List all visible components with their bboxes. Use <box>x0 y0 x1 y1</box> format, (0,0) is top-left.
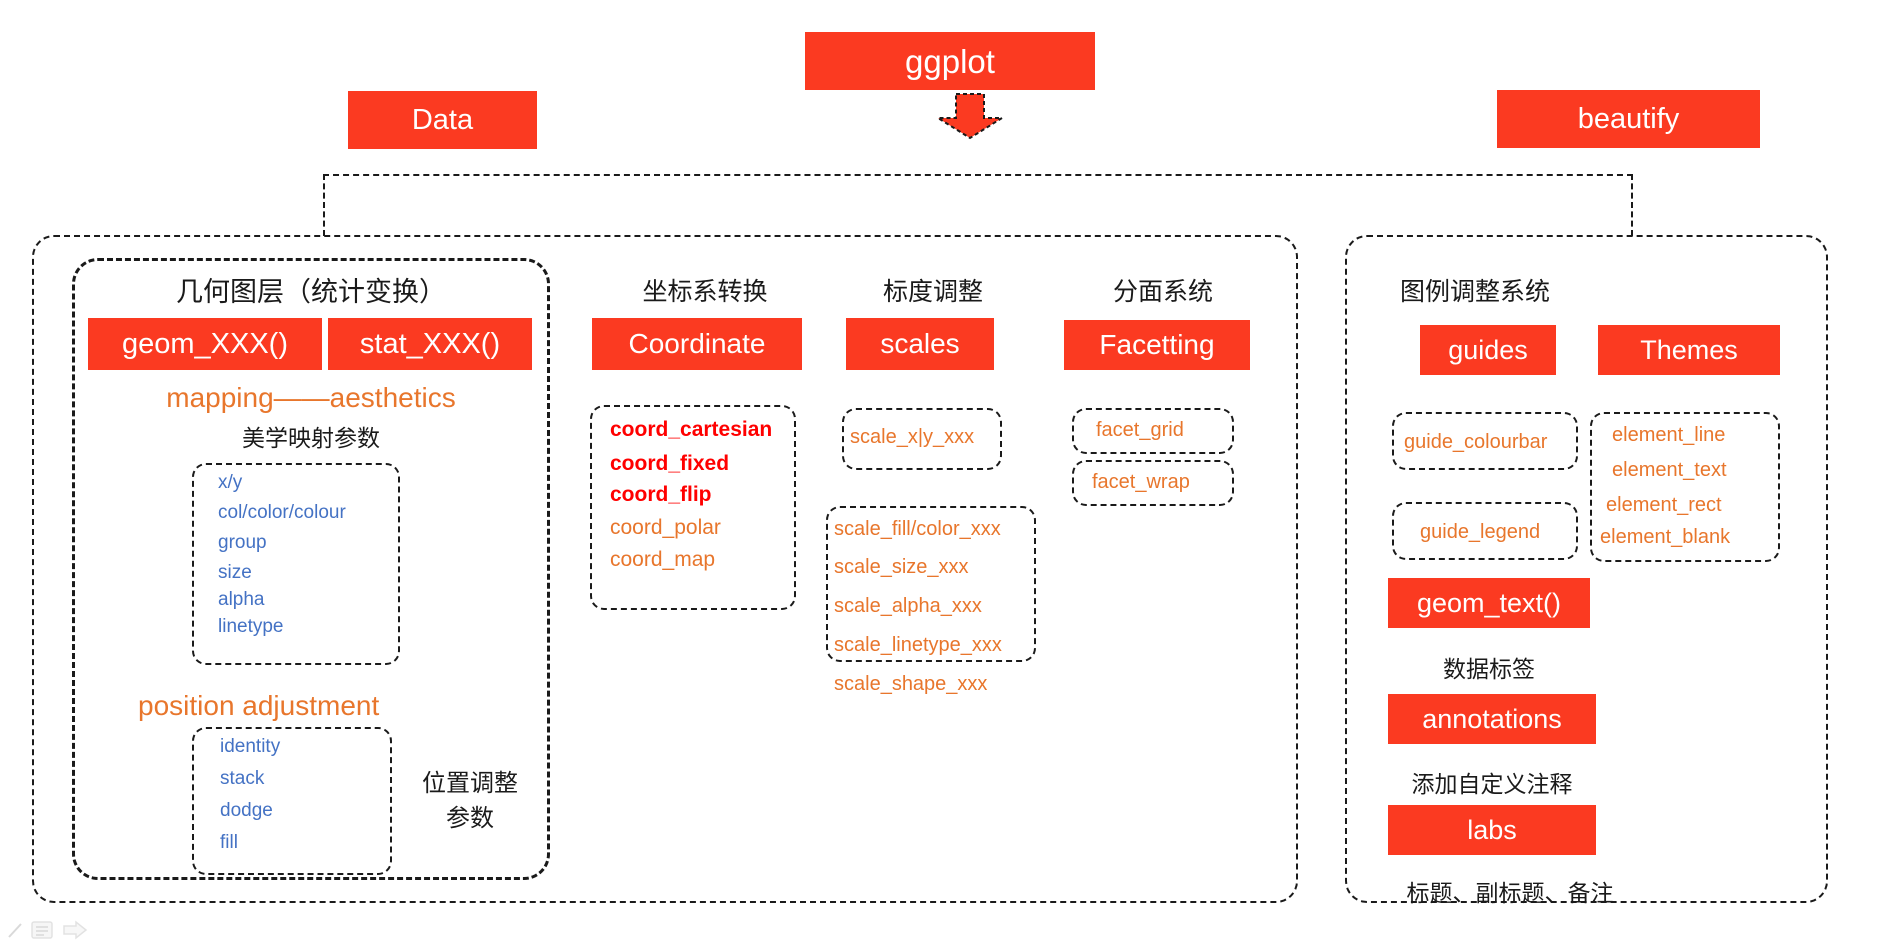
right-main-panel <box>1345 235 1828 903</box>
scales-box[interactable]: scales <box>846 318 994 370</box>
facetting-box[interactable]: Facetting <box>1064 320 1250 370</box>
down-arrow-icon <box>930 92 1010 140</box>
labs-box[interactable]: labs <box>1388 805 1596 855</box>
list-item[interactable]: scale_fill/color_xxx <box>834 518 1001 540</box>
coordinate-list: coord_cartesian coord_fixed coord_flip c… <box>605 418 795 572</box>
connector-right-drop <box>1631 174 1633 236</box>
theme-elements-box <box>1590 412 1780 562</box>
arrow-right-icon[interactable] <box>62 920 88 940</box>
scales-group-two-box <box>826 506 1036 662</box>
annotations-box[interactable]: annotations <box>1388 694 1596 744</box>
coordinate-heading: 坐标系转换 <box>642 278 768 306</box>
right-panel-heading: 图例调整系统 <box>1400 278 1551 306</box>
guide-legend-box <box>1392 502 1578 560</box>
list-item[interactable]: coord_polar <box>610 516 721 539</box>
list-item[interactable]: scale_x|y_xxx <box>850 426 975 448</box>
coordinate-list-box <box>590 405 796 610</box>
list-item[interactable]: scale_alpha_xxx <box>834 595 982 617</box>
scales-group-one-box <box>842 408 1002 470</box>
list-item[interactable]: coord_flip <box>610 483 712 506</box>
list-item[interactable]: linetype <box>218 616 284 637</box>
geom-text-box[interactable]: geom_text() <box>1388 578 1590 628</box>
position-list: identity stack dodge fill <box>206 736 386 854</box>
list-item[interactable]: alpha <box>218 589 265 610</box>
list-item[interactable]: stack <box>220 768 265 789</box>
list-item[interactable]: facet_grid <box>1096 419 1184 441</box>
stat-xxx-box[interactable]: stat_XXX() <box>328 318 532 370</box>
theme-elements-list: element_line element_text element_rect e… <box>1600 424 1780 549</box>
list-item[interactable]: coord_fixed <box>610 452 730 475</box>
themes-box[interactable]: Themes <box>1598 325 1780 375</box>
list-item[interactable]: dodge <box>220 800 273 821</box>
geom-layer-box <box>72 258 550 880</box>
list-item[interactable]: scale_linetype_xxx <box>834 634 1002 656</box>
list-item[interactable]: guide_legend <box>1420 521 1541 543</box>
list-item[interactable]: fill <box>220 832 238 853</box>
list-item[interactable]: col/color/colour <box>218 502 346 523</box>
list-item[interactable]: coord_map <box>610 548 716 571</box>
root-ggplot-box[interactable]: ggplot <box>805 32 1095 90</box>
position-adjustment-title: position adjustment <box>138 690 380 721</box>
list-item[interactable]: element_rect <box>1606 494 1722 516</box>
position-note-line2: 参数 <box>446 805 494 832</box>
list-item[interactable]: guide_colourbar <box>1404 431 1548 453</box>
list-item[interactable]: group <box>218 532 267 553</box>
facet-wrap-box <box>1072 460 1234 506</box>
list-item[interactable]: size <box>218 562 252 583</box>
coordinate-box[interactable]: Coordinate <box>592 318 802 370</box>
mapping-aesthetics-title: mapping——aesthetics <box>166 382 456 413</box>
geom-xxx-box[interactable]: geom_XXX() <box>88 318 322 370</box>
data-box[interactable]: Data <box>348 91 537 149</box>
position-list-box <box>192 727 392 875</box>
geom-layer-heading: 几何图层（统计变换） <box>176 277 446 307</box>
left-main-panel <box>32 235 1298 903</box>
annotations-note: 添加自定义注释 <box>1411 771 1573 797</box>
list-item[interactable]: coord_cartesian <box>610 418 773 441</box>
list-item[interactable]: scale_size_xxx <box>834 556 969 578</box>
scales-group-two-list: scale_fill/color_xxx scale_size_xxx scal… <box>832 518 1038 696</box>
scales-heading: 标度调整 <box>882 278 983 306</box>
list-item[interactable]: element_line <box>1612 424 1726 446</box>
facet-grid-box <box>1072 408 1234 454</box>
aesthetics-list: x/y col/color/colour group size alpha li… <box>206 472 396 638</box>
pen-icon[interactable] <box>6 920 26 940</box>
facet-heading: 分面系统 <box>1112 278 1213 306</box>
list-item[interactable]: element_text <box>1612 459 1727 481</box>
list-item[interactable]: scale_shape_xxx <box>834 673 988 695</box>
position-note-line1: 位置调整 <box>422 770 518 797</box>
list-item[interactable]: x/y <box>218 472 243 493</box>
connector-left-drop <box>323 174 325 236</box>
mapping-subtitle: 美学映射参数 <box>242 425 380 451</box>
guides-box[interactable]: guides <box>1420 325 1556 375</box>
beautify-box[interactable]: beautify <box>1497 90 1760 148</box>
list-item[interactable]: facet_wrap <box>1092 471 1190 493</box>
connector-horizontal <box>323 174 1633 176</box>
list-item[interactable]: element_blank <box>1600 526 1731 548</box>
note-icon[interactable] <box>30 920 54 940</box>
geom-text-note: 数据标签 <box>1443 656 1535 682</box>
list-item[interactable]: identity <box>220 736 281 757</box>
guide-colourbar-box <box>1392 412 1578 470</box>
labs-note: 标题、副标题、备注 <box>1406 880 1614 906</box>
aesthetics-list-box <box>192 463 400 665</box>
